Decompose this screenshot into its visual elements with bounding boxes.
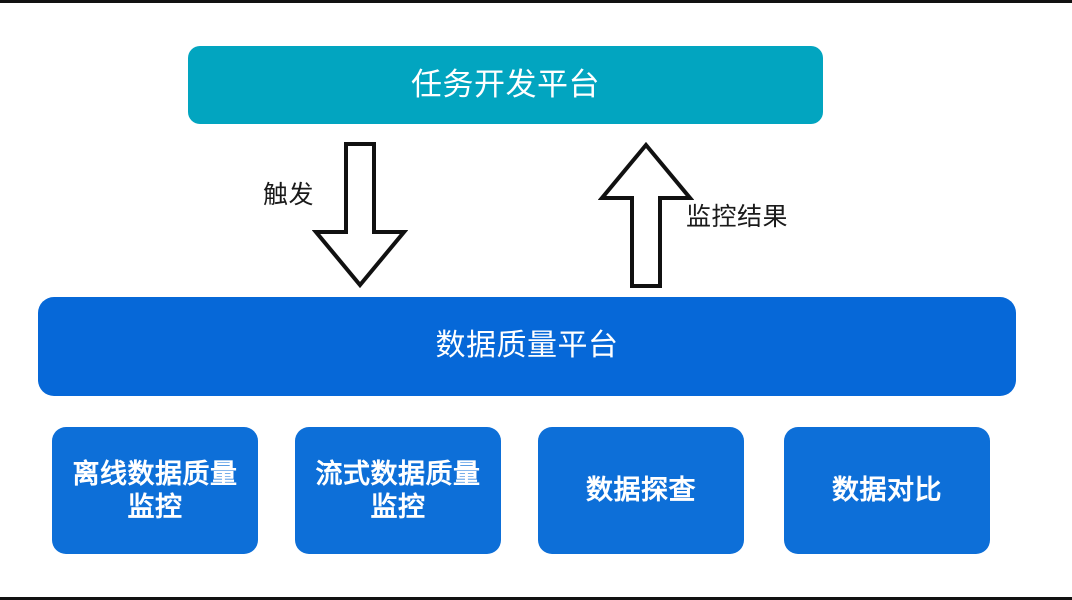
arrow-down-icon	[311, 142, 409, 289]
node-offline-data-quality-monitoring[interactable]: 离线数据质量监控	[52, 427, 258, 554]
connector-label-trigger: 触发	[263, 181, 315, 209]
node-data-exploration[interactable]: 数据探查	[538, 427, 744, 554]
node-data-quality-platform[interactable]: 数据质量平台	[38, 297, 1016, 396]
node-data-comparison[interactable]: 数据对比	[784, 427, 990, 554]
node-label: 数据探查	[586, 475, 696, 506]
node-task-development-platform[interactable]: 任务开发平台	[188, 46, 823, 124]
node-label: 数据对比	[832, 475, 942, 506]
connector-label-monitor-result: 监控结果	[686, 203, 789, 231]
node-label: 流式数据质量监控	[315, 458, 481, 522]
node-label: 任务开发平台	[411, 67, 600, 103]
node-streaming-data-quality-monitoring[interactable]: 流式数据质量监控	[295, 427, 501, 554]
node-label: 离线数据质量监控	[72, 458, 238, 522]
node-label: 数据质量平台	[435, 329, 619, 363]
arrow-up-icon	[597, 141, 695, 288]
